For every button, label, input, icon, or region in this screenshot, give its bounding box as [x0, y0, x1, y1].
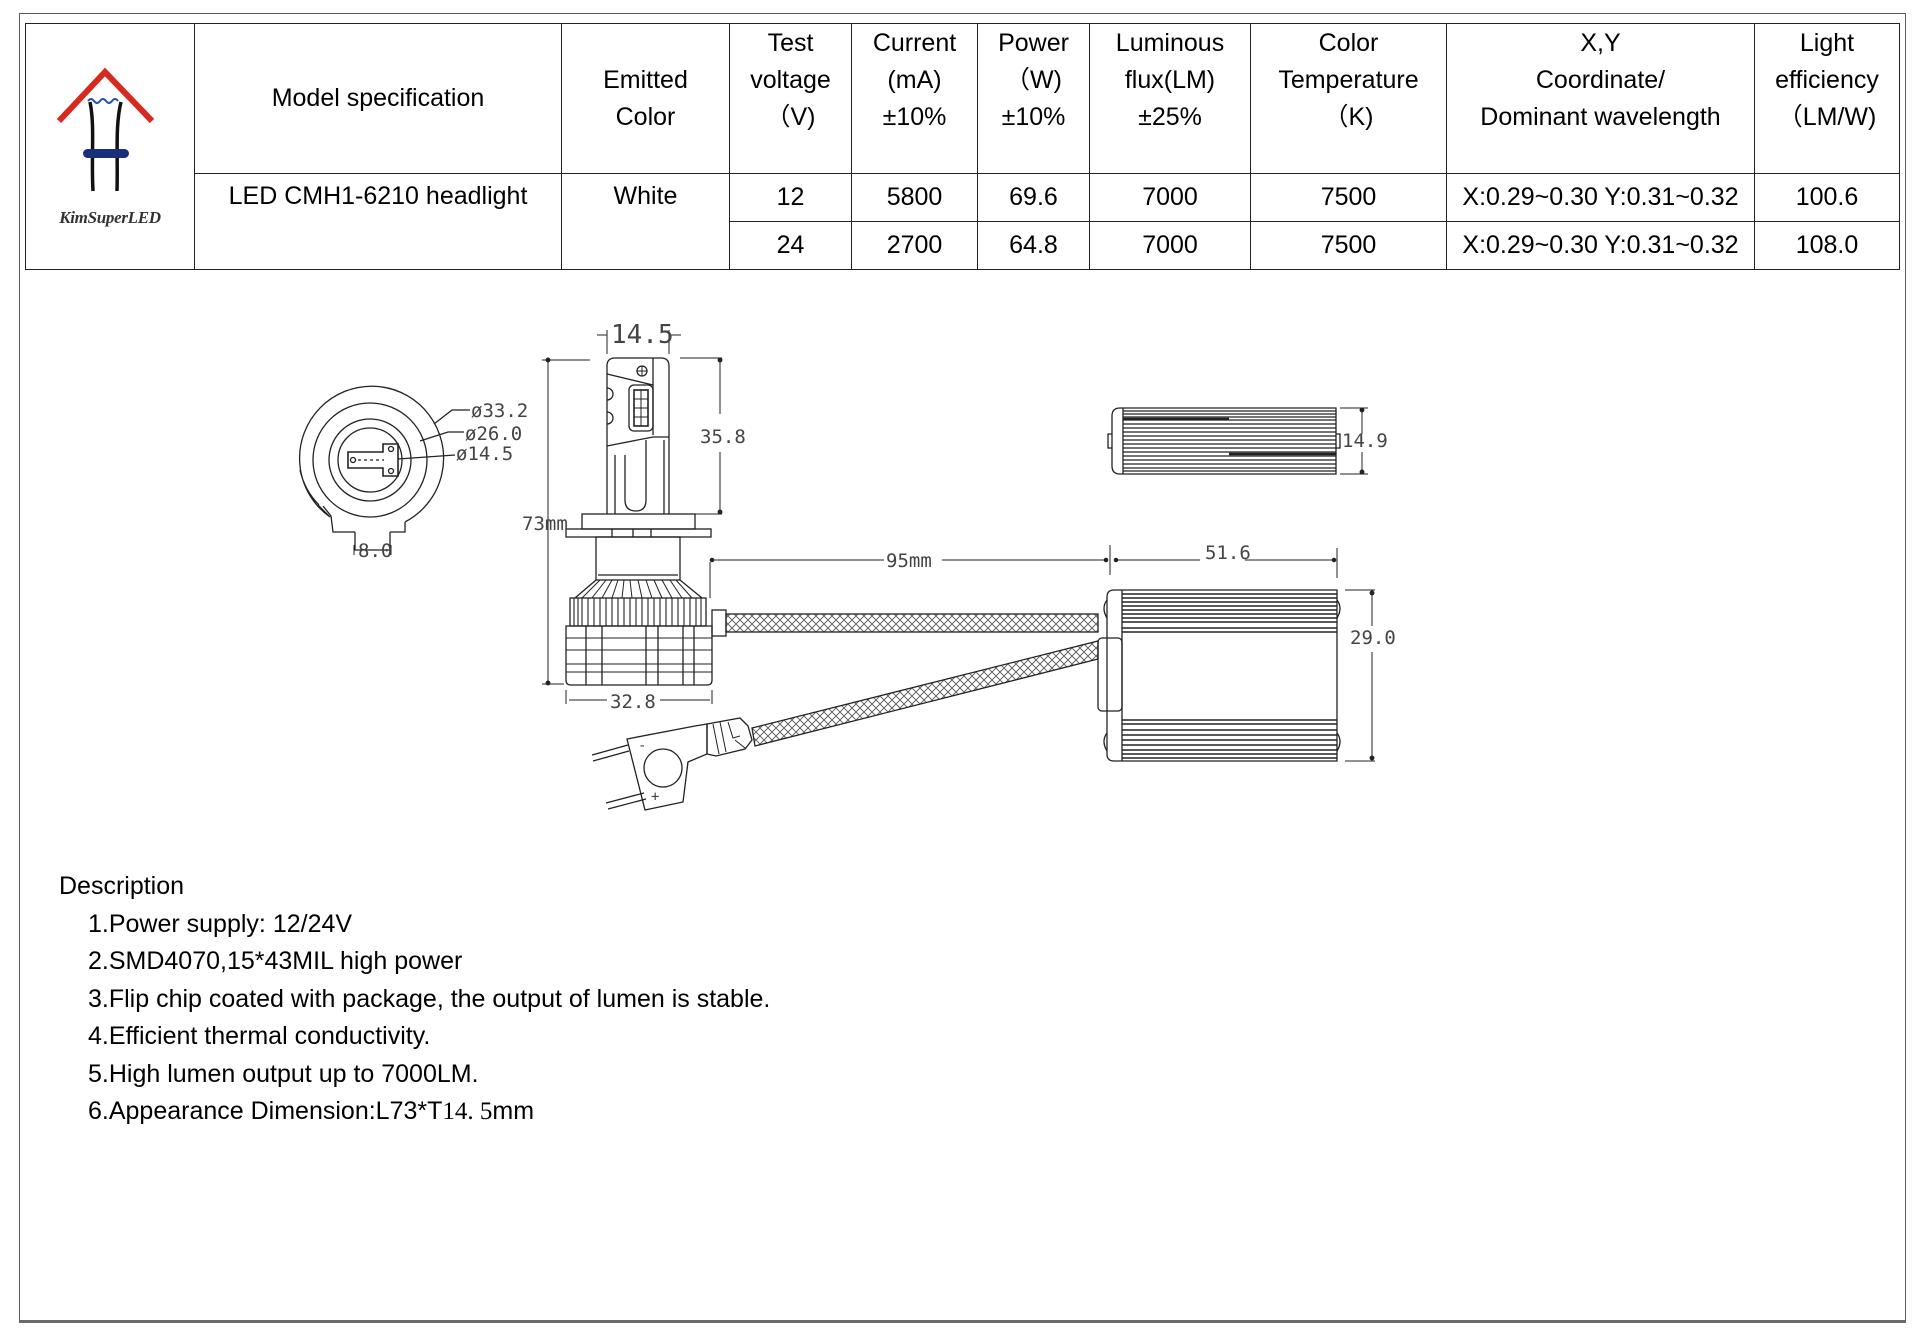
dim-d14: ø14.5	[456, 443, 513, 465]
socket-outer-ring	[298, 385, 445, 523]
plug-strain-relief	[706, 717, 753, 757]
bulb-base-plate	[581, 513, 696, 530]
bulb-fin-cone	[574, 579, 703, 599]
dim-base-width: 32.8	[610, 691, 656, 713]
socket-tab	[354, 532, 391, 551]
socket-ring-inner	[328, 418, 412, 502]
dim-cable-length: 95mm	[886, 550, 932, 572]
cell-efficiency: 100.6	[1754, 173, 1900, 222]
dim-driver-thickness: 14.9	[1342, 430, 1388, 452]
dim-d26: ø26.0	[465, 423, 522, 445]
cell-current: 5800	[851, 173, 978, 222]
cell-voltage: 12	[729, 173, 852, 222]
table-row: LED CMH1-6210 headlight White 12 5800 69…	[26, 173, 1900, 270]
cell-model: LED CMH1-6210 headlight	[194, 173, 562, 270]
bulb-fin-lines	[573, 598, 702, 626]
bulb-column	[606, 357, 670, 514]
cell-cct: 7500	[1250, 221, 1447, 270]
cable-upper	[725, 613, 1099, 633]
description-item: 3.Flip chip coated with package, the out…	[88, 984, 771, 1013]
socket-top-view	[298, 385, 470, 555]
socket-ring-14	[337, 427, 403, 493]
description-section: Description 1.Power supply: 12/24V 2.SMD…	[59, 868, 770, 1131]
leader-26	[419, 431, 464, 442]
socket-ring-26	[312, 402, 428, 518]
logo-wave	[87, 97, 119, 104]
cell-power: 64.8	[977, 221, 1090, 270]
plug	[591, 717, 753, 811]
cable-connector	[711, 609, 727, 637]
cell-cct: 7500	[1250, 173, 1447, 222]
cell-power: 69.6	[977, 173, 1090, 222]
bulb-flange	[565, 528, 712, 538]
leader-33	[433, 409, 470, 425]
plug-plus-label: +	[651, 789, 659, 805]
logo-cell: KimSuperLED	[25, 23, 195, 270]
bulb-side-view	[542, 330, 727, 704]
logo-roof	[56, 67, 155, 123]
cell-xy: X:0.29~0.30 Y:0.31~0.32	[1446, 221, 1755, 270]
dim-driver-length: 51.6	[1205, 542, 1251, 564]
plug-pin-top	[591, 744, 630, 762]
cell-emitted-color: White	[561, 173, 730, 270]
page-frame	[19, 13, 1906, 1323]
table-row: 24 2700 64.8 7000 7500 X:0.29~0.30 Y:0.3…	[26, 221, 1900, 270]
logo-icon	[56, 67, 155, 191]
driver-cable-collar	[1097, 637, 1123, 712]
dim-upper-height: 35.8	[700, 426, 746, 448]
bulb-neck	[595, 536, 681, 581]
description-item: 2.SMD4070,15*43MIL high power	[88, 947, 463, 975]
logo-text: KimSuperLED	[59, 207, 161, 227]
description-item: 1.Power supply: 12/24V	[88, 909, 353, 938]
leader-14	[397, 454, 456, 460]
logo-bar	[83, 148, 129, 158]
dim-bulb-width: 14.5	[611, 320, 674, 350]
description-item: 5.High lumen output up to 7000LM.	[88, 1059, 479, 1088]
plug-face	[643, 748, 683, 788]
cell-voltage: 24	[729, 221, 852, 270]
description-item: 4.Efficient thermal conductivity.	[88, 1022, 431, 1050]
driver-top-view	[1107, 407, 1368, 475]
dim-driver-height: 29.0	[1350, 627, 1396, 649]
dim-total-length: 73mm	[522, 513, 568, 535]
description-title: Description	[59, 872, 185, 900]
bulb-body	[565, 625, 713, 686]
technical-drawing: ø33.2 ø26.0 ø14.5 8.0	[298, 320, 1396, 811]
plug-body	[626, 723, 708, 811]
length-dimensions	[709, 545, 1338, 598]
cell-flux: 7000	[1089, 221, 1251, 270]
cell-current: 2700	[851, 221, 978, 270]
description-item: 6.Appearance Dimension:L73*T14. 5mm	[88, 1097, 535, 1125]
logo-stem-left	[88, 101, 95, 191]
dim-d33: ø33.2	[471, 400, 528, 422]
logo-stem-right	[115, 101, 123, 191]
plug-pin-bottom	[605, 792, 647, 810]
driver-fins-top	[1122, 593, 1337, 633]
bulb-slot	[624, 440, 647, 512]
cables	[725, 613, 1123, 747]
bulb-fins	[581, 579, 693, 599]
cell-efficiency: 108.0	[1754, 221, 1900, 270]
cable-lower	[751, 640, 1099, 747]
header-power: Power（W)±10%	[977, 23, 1090, 174]
dim-tab-width: 8.0	[358, 540, 392, 562]
bulb-fin-ring	[569, 597, 707, 627]
driver-box	[1103, 589, 1375, 762]
driver-fins-bottom	[1122, 719, 1337, 759]
plug-minus-label: -	[638, 738, 646, 754]
led-board-top	[347, 443, 399, 477]
cell-xy: X:0.29~0.30 Y:0.31~0.32	[1446, 173, 1755, 222]
